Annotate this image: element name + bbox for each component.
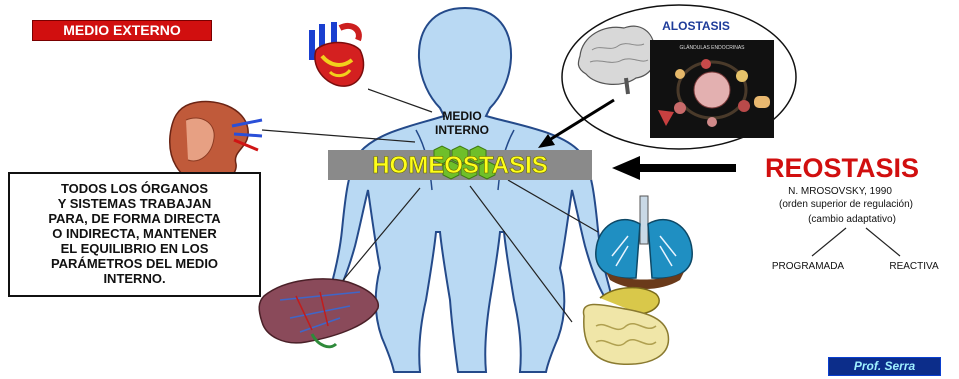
medio-interno-label-2: INTERNO bbox=[435, 123, 489, 137]
orden-label: (orden superior de regulación) bbox=[779, 199, 913, 210]
heart-connector bbox=[364, 87, 433, 113]
info-box: TODOS LOS ÓRGANOS Y SISTEMAS TRABAJAN PA… bbox=[8, 172, 261, 297]
medio-externo-badge: MEDIO EXTERNO bbox=[32, 20, 212, 41]
cambio-label: (cambio adaptativo) bbox=[808, 214, 896, 225]
hexagon-cluster bbox=[433, 145, 496, 180]
heart-icon bbox=[302, 18, 368, 90]
liver-connector bbox=[339, 187, 421, 285]
cambio-line-left bbox=[811, 227, 847, 257]
lungs-icon bbox=[595, 195, 693, 289]
alostasis-label: ALOSTASIS bbox=[662, 19, 730, 33]
reostasis-label: REOSTASIS bbox=[765, 153, 919, 183]
reactiva-label: REACTIVA bbox=[889, 261, 939, 272]
liver-icon bbox=[258, 278, 380, 349]
cambio-line-right bbox=[865, 227, 901, 257]
lungs-connector bbox=[507, 179, 599, 233]
author-badge: Prof. Serra bbox=[828, 357, 941, 376]
reostasis-arrow bbox=[612, 156, 736, 180]
glandulas-label: GLÁNDULAS ENDOCRINAS bbox=[679, 44, 745, 51]
connector-lines bbox=[261, 87, 901, 323]
brain-icon bbox=[577, 25, 657, 95]
alostasis-arrow bbox=[538, 98, 615, 148]
intestine-icon bbox=[582, 286, 670, 365]
author-label: N. MROSOVSKY, 1990 bbox=[788, 186, 892, 197]
intestine-connector bbox=[469, 185, 573, 323]
kidney-connector bbox=[261, 129, 416, 143]
programada-label: PROGRAMADA bbox=[772, 261, 845, 272]
endocrine-glands-icon: GLÁNDULAS ENDOCRINAS bbox=[650, 40, 774, 138]
medio-interno-label-1: MEDIO bbox=[442, 109, 481, 123]
kidney-icon bbox=[169, 100, 263, 187]
homeostasis-label: HOMEOSTASIS bbox=[372, 152, 548, 179]
